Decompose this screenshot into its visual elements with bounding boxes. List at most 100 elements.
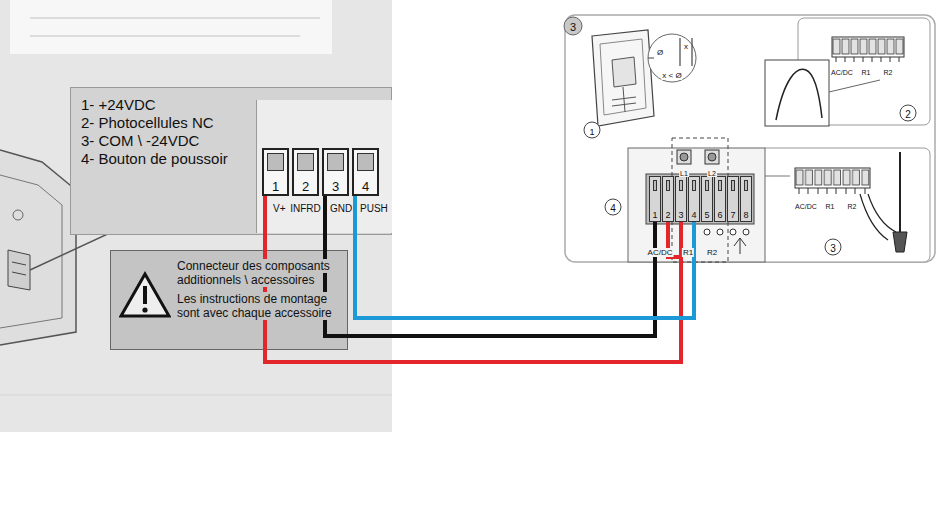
pin-name-holder: PUSH <box>359 199 389 215</box>
pin-legend: 2- Photocellules NC <box>81 114 214 131</box>
callout-number: 1 <box>588 127 595 137</box>
terminal: 2 <box>662 176 674 222</box>
callout-number-holder: 2 <box>904 105 912 121</box>
right-panel-part <box>565 15 935 262</box>
antenna-inset-part <box>760 148 930 262</box>
housing-sketch-part <box>648 58 654 59</box>
pin-number: 7 <box>730 210 735 220</box>
terminal: 4 <box>352 148 379 196</box>
antenna-inset-part <box>825 239 841 255</box>
pin-name: AC/DC <box>647 248 674 257</box>
pin-number: 6 <box>717 210 722 220</box>
text-line: 6 <box>717 211 722 220</box>
housing-sketch-part <box>600 39 646 115</box>
warning-text: Connecteur des composants additionnels \… <box>177 259 330 287</box>
pin-name-holder: R2 <box>883 62 894 78</box>
antenna-inset-part <box>893 232 907 252</box>
housing-sketch-part <box>584 122 600 138</box>
dimension: Ø <box>656 48 664 57</box>
text-line: 2 <box>302 180 309 193</box>
scan-background-part <box>0 395 392 396</box>
text-line: Les instructions de montage sont avec ch… <box>177 292 339 321</box>
text-line: Connecteur des composants additionnels \… <box>177 259 339 288</box>
pin-number: 2 <box>302 179 309 194</box>
text-line: 1- +24VDC <box>81 96 266 114</box>
pin-name-holder: R1 <box>825 196 836 212</box>
antenna-inset-part <box>860 194 888 240</box>
pin-name-holder: R2 <box>847 196 858 212</box>
pin-name: AC/DC <box>794 203 818 210</box>
pin-legend: 1- +24VDC <box>81 96 156 113</box>
control-board-part <box>705 150 719 164</box>
led-name: L2 <box>707 170 717 177</box>
pin-number: 8 <box>743 210 748 220</box>
terminal: 2 <box>292 148 319 196</box>
pin-name: R1 <box>861 69 872 76</box>
screw-window <box>679 180 683 191</box>
callout-number: 3 <box>569 21 577 33</box>
terminal: 3 <box>675 176 687 222</box>
callout-number-holder: 3 <box>829 239 837 255</box>
terminal: 4 <box>688 176 700 222</box>
led-name-holder: L1 <box>679 163 689 179</box>
dimension: x <box>683 42 689 51</box>
dimension: x < Ø <box>661 71 682 80</box>
terminal: 5 <box>701 176 713 222</box>
device-sketch-part <box>8 250 30 290</box>
screw-window <box>705 180 709 191</box>
pin-name-holder: GND <box>329 199 353 215</box>
pin-name: R2 <box>883 69 894 76</box>
pin-name: R1 <box>682 248 694 257</box>
pin-name-holder: V+ <box>272 199 287 215</box>
led-name-holder: L2 <box>707 163 717 179</box>
screw-window <box>692 180 696 191</box>
control-board-part <box>743 229 749 235</box>
text-line: 4 <box>362 180 369 193</box>
pin-number: 3 <box>332 179 339 194</box>
pin-number: 4 <box>691 210 696 220</box>
warning-box: Connecteur des composants additionnels \… <box>110 250 348 350</box>
warning-text: Les instructions de montage sont avec ch… <box>177 292 332 320</box>
text-line: 4 <box>691 211 696 220</box>
terminal: 3 <box>322 148 349 196</box>
dimension-holder: x <box>683 36 689 52</box>
pin-name: AC/DC <box>830 69 854 76</box>
pin-name-holder: AC/DC <box>830 62 854 78</box>
dimension-holder: Ø <box>656 42 664 58</box>
screw-window <box>731 180 735 191</box>
callout-number-holder: 3 <box>569 18 577 34</box>
warning-triangle <box>119 271 171 319</box>
control-board-part <box>730 229 736 235</box>
text-line: 3- COM \ -24VDC <box>81 132 266 150</box>
housing-sketch-part <box>691 38 692 66</box>
pin-name-holder: AC/DC <box>647 242 674 258</box>
housing-sketch-part <box>648 34 696 82</box>
screw-window <box>297 153 314 171</box>
pin-name: R2 <box>706 248 718 257</box>
pin-number: 5 <box>704 210 709 220</box>
antenna-inset-part <box>799 188 865 194</box>
control-board-part <box>734 238 746 254</box>
callout-number: 3 <box>829 243 837 254</box>
text-line: 2- Photocellules NC <box>81 114 266 132</box>
control-board-part <box>628 148 765 262</box>
control-board-part <box>646 174 754 224</box>
pin-name: INFRD <box>289 203 322 214</box>
scan-background-part <box>0 0 392 432</box>
control-board-part <box>704 229 710 235</box>
pin-legend: 3- COM \ -24VDC <box>81 132 199 149</box>
scan-background-part <box>30 35 300 37</box>
scan-background-part <box>10 0 332 54</box>
pin-name: V+ <box>272 203 287 214</box>
pin-name: GND <box>329 203 353 214</box>
callout-number-holder: 1 <box>588 122 595 138</box>
text-line: 5 <box>704 211 709 220</box>
control-board-part <box>605 199 621 215</box>
control-board <box>605 138 765 262</box>
pin-legend: 4- Bouton de poussoir <box>81 150 228 167</box>
housing-sketch-part <box>612 57 636 87</box>
